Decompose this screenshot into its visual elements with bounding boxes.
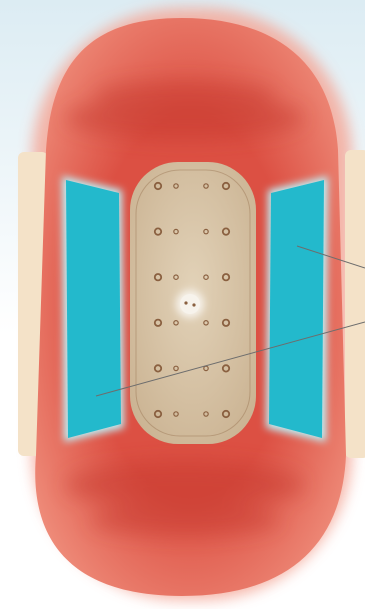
- left-cyan-panel: [62, 176, 124, 442]
- right-cyan-panel: [266, 176, 328, 442]
- central-hub: [176, 290, 204, 318]
- right-side-plate: [345, 150, 365, 458]
